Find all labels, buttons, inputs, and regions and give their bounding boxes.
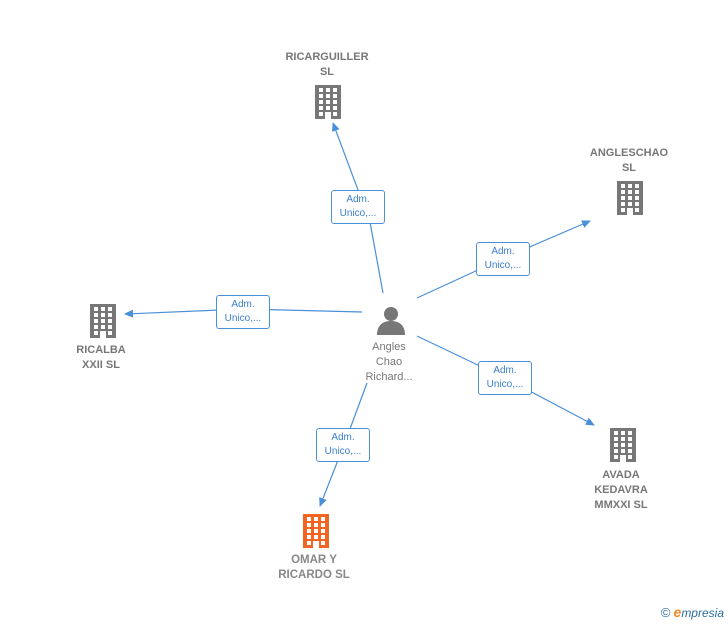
relation-label-ricalba[interactable]: Adm. Unico,... (216, 295, 270, 329)
building-icon-avada[interactable] (610, 428, 636, 462)
company-label-omar[interactable]: OMAR Y RICARDO SL (278, 554, 350, 581)
relation-label-omar[interactable]: Adm. Unico,... (316, 428, 370, 462)
person-icon[interactable] (377, 307, 405, 335)
relation-label-avada[interactable]: Adm. Unico,... (478, 361, 532, 395)
person-label[interactable]: Angles Chao Richard... (365, 341, 413, 383)
relation-label-ricarguiller[interactable]: Adm. Unico,... (331, 190, 385, 224)
copyright-symbol: © (660, 604, 671, 620)
building-icon-omar[interactable] (303, 514, 329, 548)
footer-brand: © empresia (661, 604, 724, 620)
empresia-logo: empresia (673, 604, 724, 620)
company-label-avada[interactable]: AVADA KEDAVRA MMXXI SL (594, 469, 648, 511)
company-label-angleschao[interactable]: ANGLESCHAO SL (589, 147, 669, 174)
company-label-ricalba[interactable]: RICALBA XXII SL (76, 344, 126, 371)
company-label-ricarguiller[interactable]: RICARGUILLER SL (285, 51, 369, 78)
building-icon-ricarguiller[interactable] (315, 85, 341, 119)
relation-label-angleschao[interactable]: Adm. Unico,... (476, 242, 530, 276)
building-icon-angleschao[interactable] (617, 181, 643, 215)
building-icon-ricalba[interactable] (90, 304, 116, 338)
